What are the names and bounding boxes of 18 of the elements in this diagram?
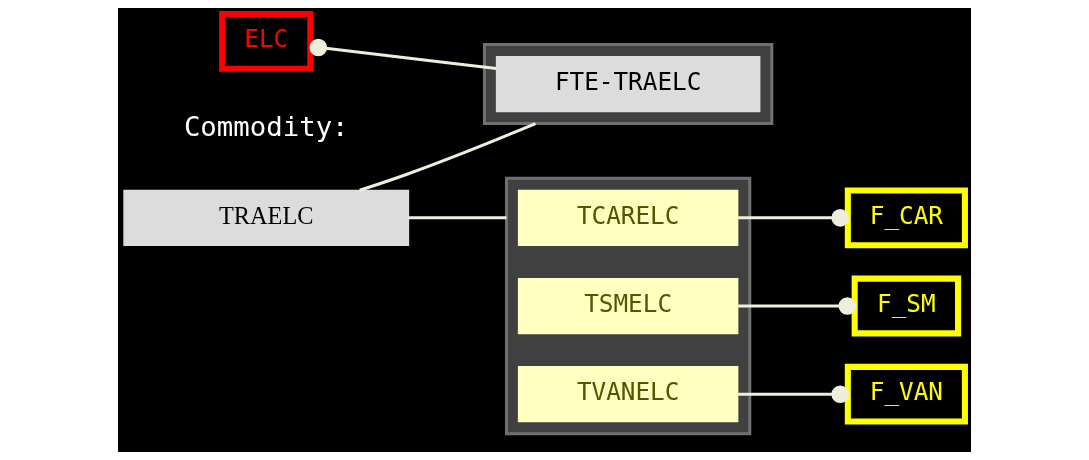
node-box: F_VAN — [844, 363, 968, 425]
cluster — [504, 176, 752, 436]
connector — [359, 122, 537, 192]
node-box: F_SM — [851, 275, 962, 337]
connector — [737, 385, 849, 404]
node-box: TVANELC — [517, 366, 739, 423]
node-label: Commodity: — [183, 111, 349, 143]
node-box: FTE-TRAELC — [495, 55, 761, 113]
connector — [737, 209, 849, 227]
node-box: TRAELC — [123, 189, 410, 246]
node-box: TSMELC — [517, 277, 739, 335]
cluster — [482, 43, 774, 126]
connector — [737, 297, 857, 315]
connector — [309, 38, 497, 71]
node-box: ELC — [219, 11, 314, 72]
node-box: F_CAR — [844, 187, 968, 249]
node-box: TCARELC — [517, 189, 739, 246]
connector — [408, 216, 507, 220]
